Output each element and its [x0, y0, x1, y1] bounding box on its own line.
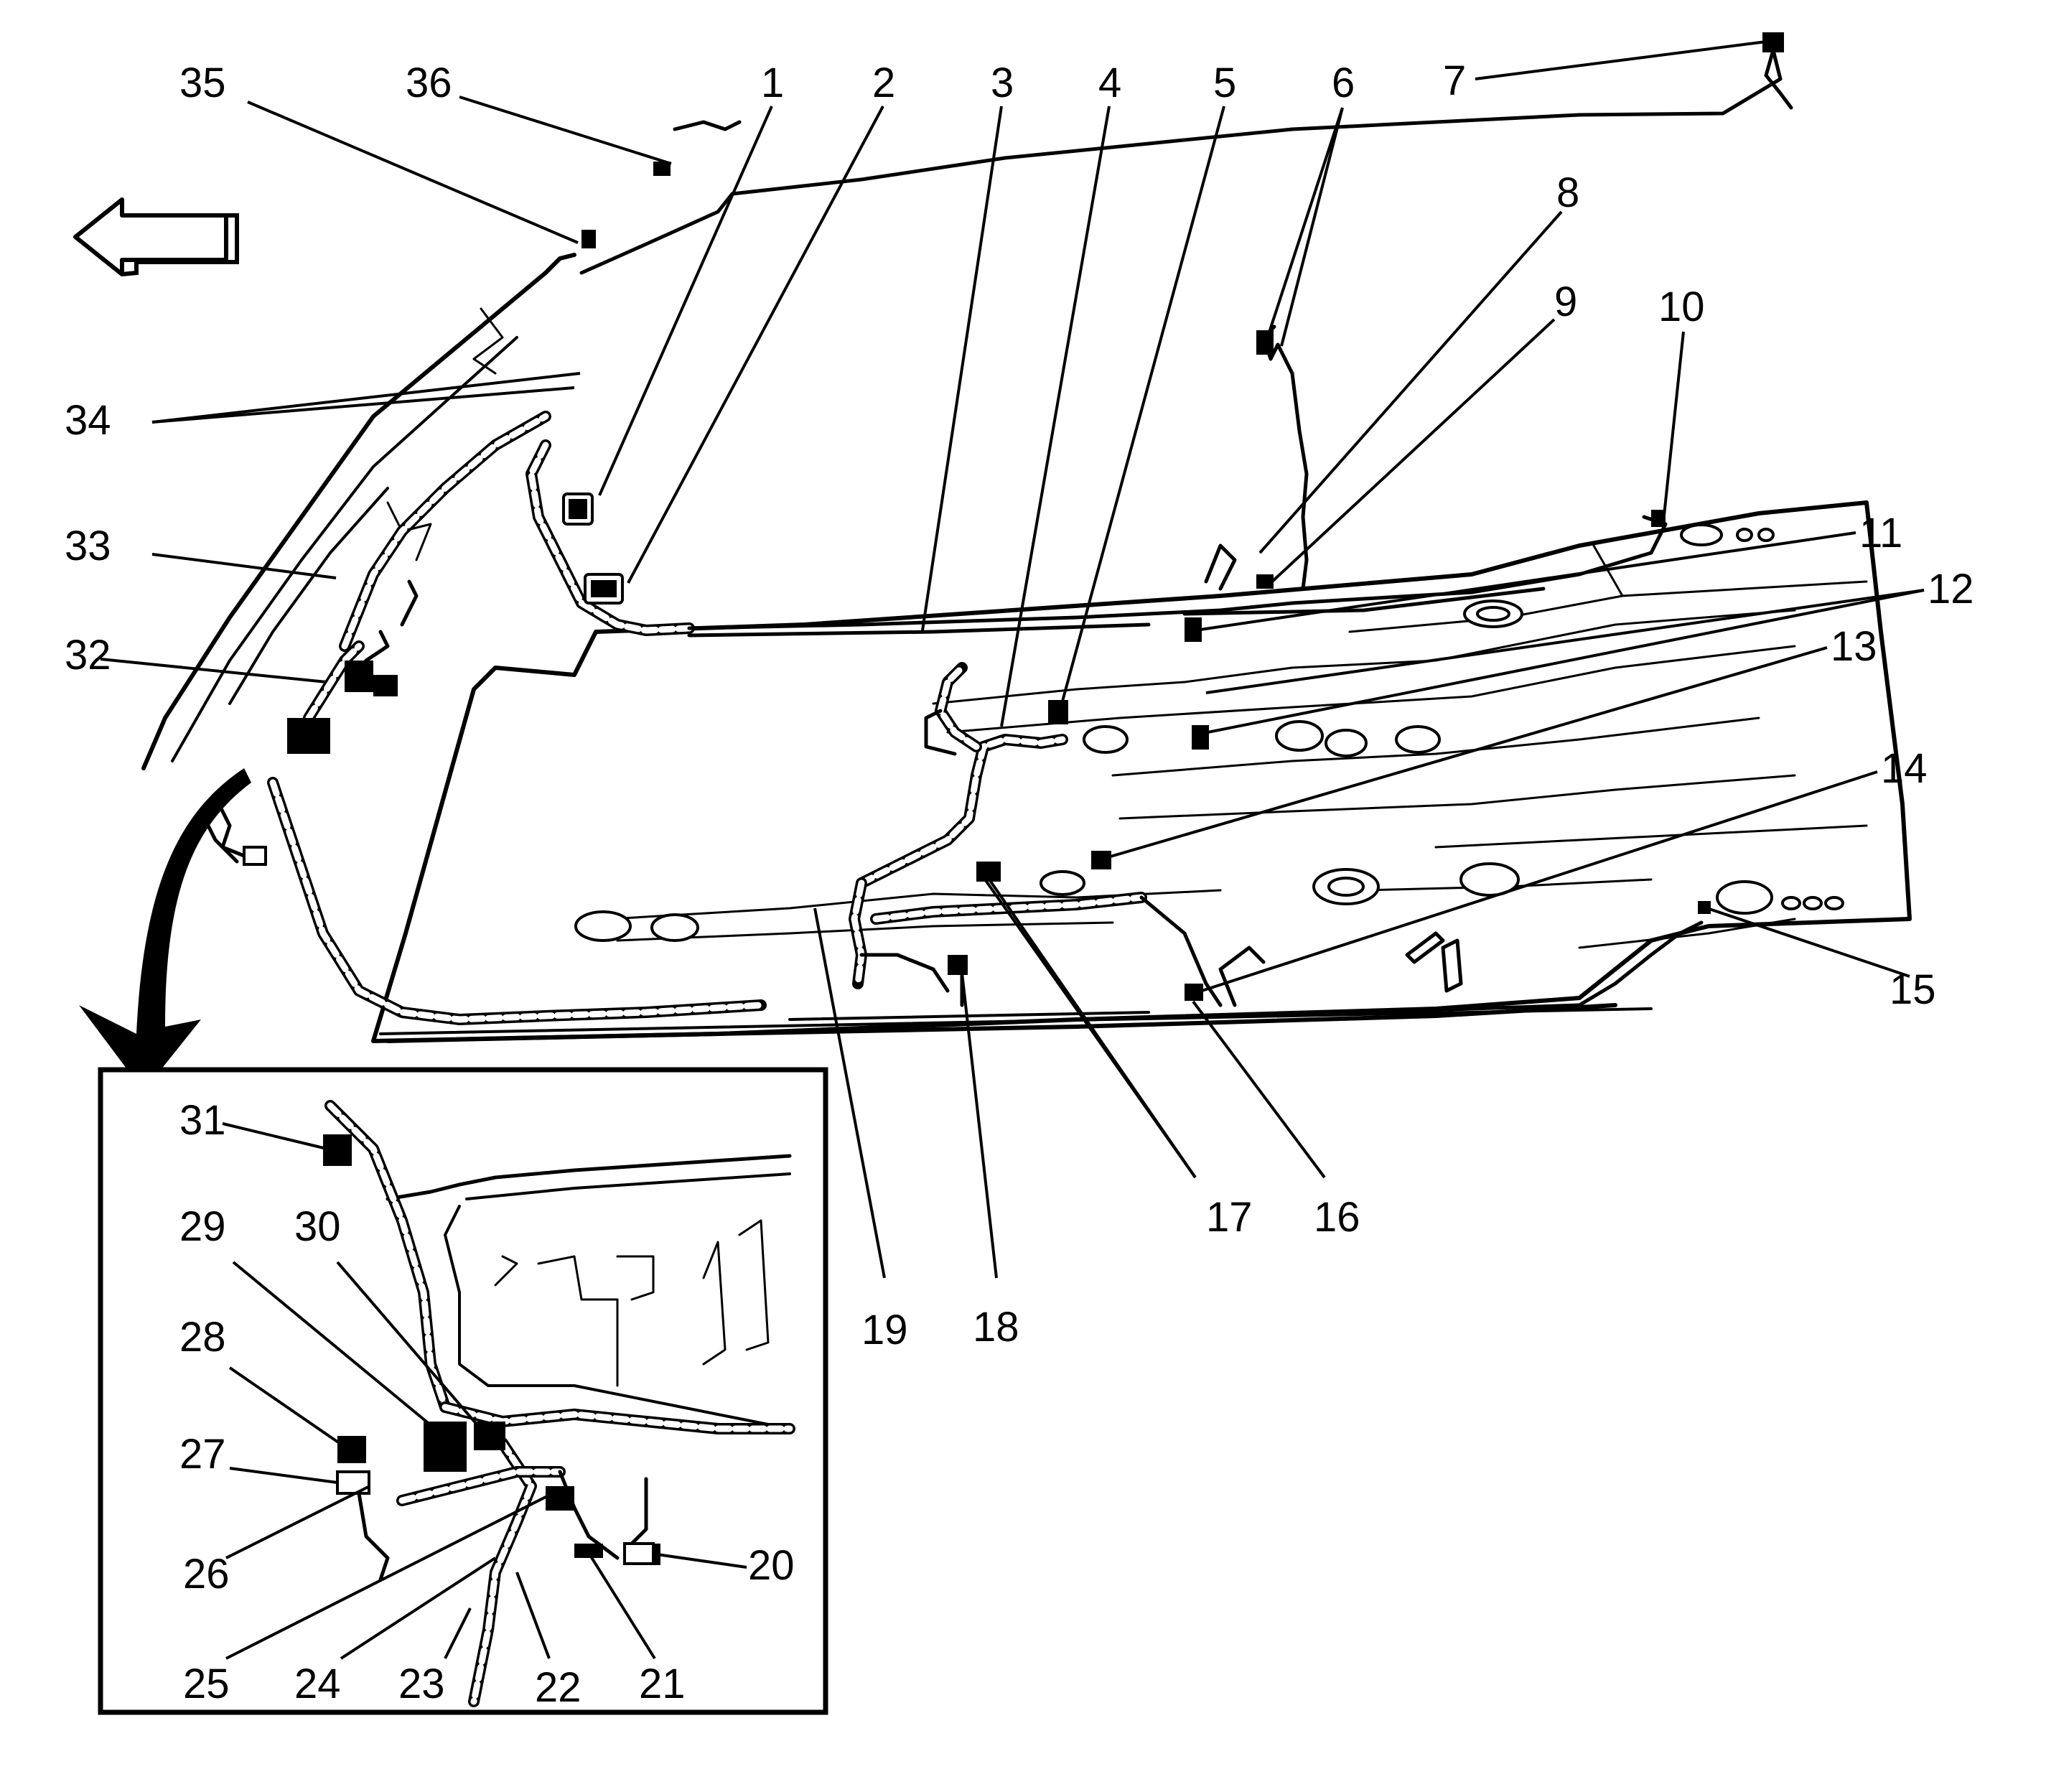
- callout-28: 28: [179, 1314, 226, 1361]
- callout-6: 6: [1332, 60, 1355, 106]
- callout-32: 32: [65, 632, 111, 678]
- callout-13: 13: [1831, 623, 1877, 670]
- callout-8: 8: [1556, 169, 1579, 216]
- callout-27: 27: [179, 1431, 226, 1478]
- callout-10: 10: [1658, 284, 1705, 330]
- callout-4: 4: [1098, 60, 1121, 106]
- callout-30: 30: [294, 1203, 341, 1250]
- branch-wires: [199, 48, 1793, 1014]
- callout-24: 24: [294, 1661, 341, 1707]
- connectors: [243, 32, 1784, 1001]
- leader-lines: [100, 40, 1925, 1660]
- callout-35: 35: [179, 60, 226, 106]
- callout-14: 14: [1881, 745, 1928, 792]
- callout-11: 11: [1859, 510, 1902, 556]
- callout-23: 23: [398, 1661, 445, 1707]
- callout-1: 1: [761, 60, 784, 106]
- callout-7: 7: [1443, 57, 1466, 104]
- callout-2: 2: [872, 60, 895, 106]
- detail-inset: [98, 1067, 828, 1715]
- callout-22: 22: [535, 1664, 581, 1711]
- dash-panel: [141, 253, 576, 770]
- callout-33: 33: [65, 523, 111, 569]
- detail-pointer-arrow-icon: [79, 768, 251, 1091]
- callout-12: 12: [1928, 566, 1974, 612]
- callout-34: 34: [65, 397, 111, 444]
- callout-31: 31: [179, 1097, 226, 1144]
- callout-29: 29: [179, 1203, 226, 1250]
- callout-26: 26: [183, 1551, 230, 1597]
- callout-20: 20: [748, 1542, 795, 1589]
- callout-36: 36: [406, 60, 452, 106]
- callout-17: 17: [1206, 1194, 1253, 1241]
- callout-19: 19: [861, 1307, 908, 1353]
- callout-3: 3: [991, 60, 1014, 106]
- callout-25: 25: [183, 1661, 230, 1707]
- callout-labels: 35 36 1 2 3 4 5 6 7 8 9 10 11 12 13 14 1…: [65, 57, 1974, 1711]
- forward-direction-arrow-icon: [73, 197, 239, 276]
- callout-21: 21: [639, 1661, 686, 1707]
- callout-5: 5: [1213, 60, 1236, 106]
- callout-9: 9: [1554, 279, 1577, 325]
- callout-18: 18: [973, 1304, 1019, 1350]
- callout-15: 15: [1889, 966, 1936, 1013]
- floor-pan: [371, 500, 1912, 1043]
- main-harness: [267, 411, 1147, 1025]
- callout-16: 16: [1314, 1194, 1360, 1241]
